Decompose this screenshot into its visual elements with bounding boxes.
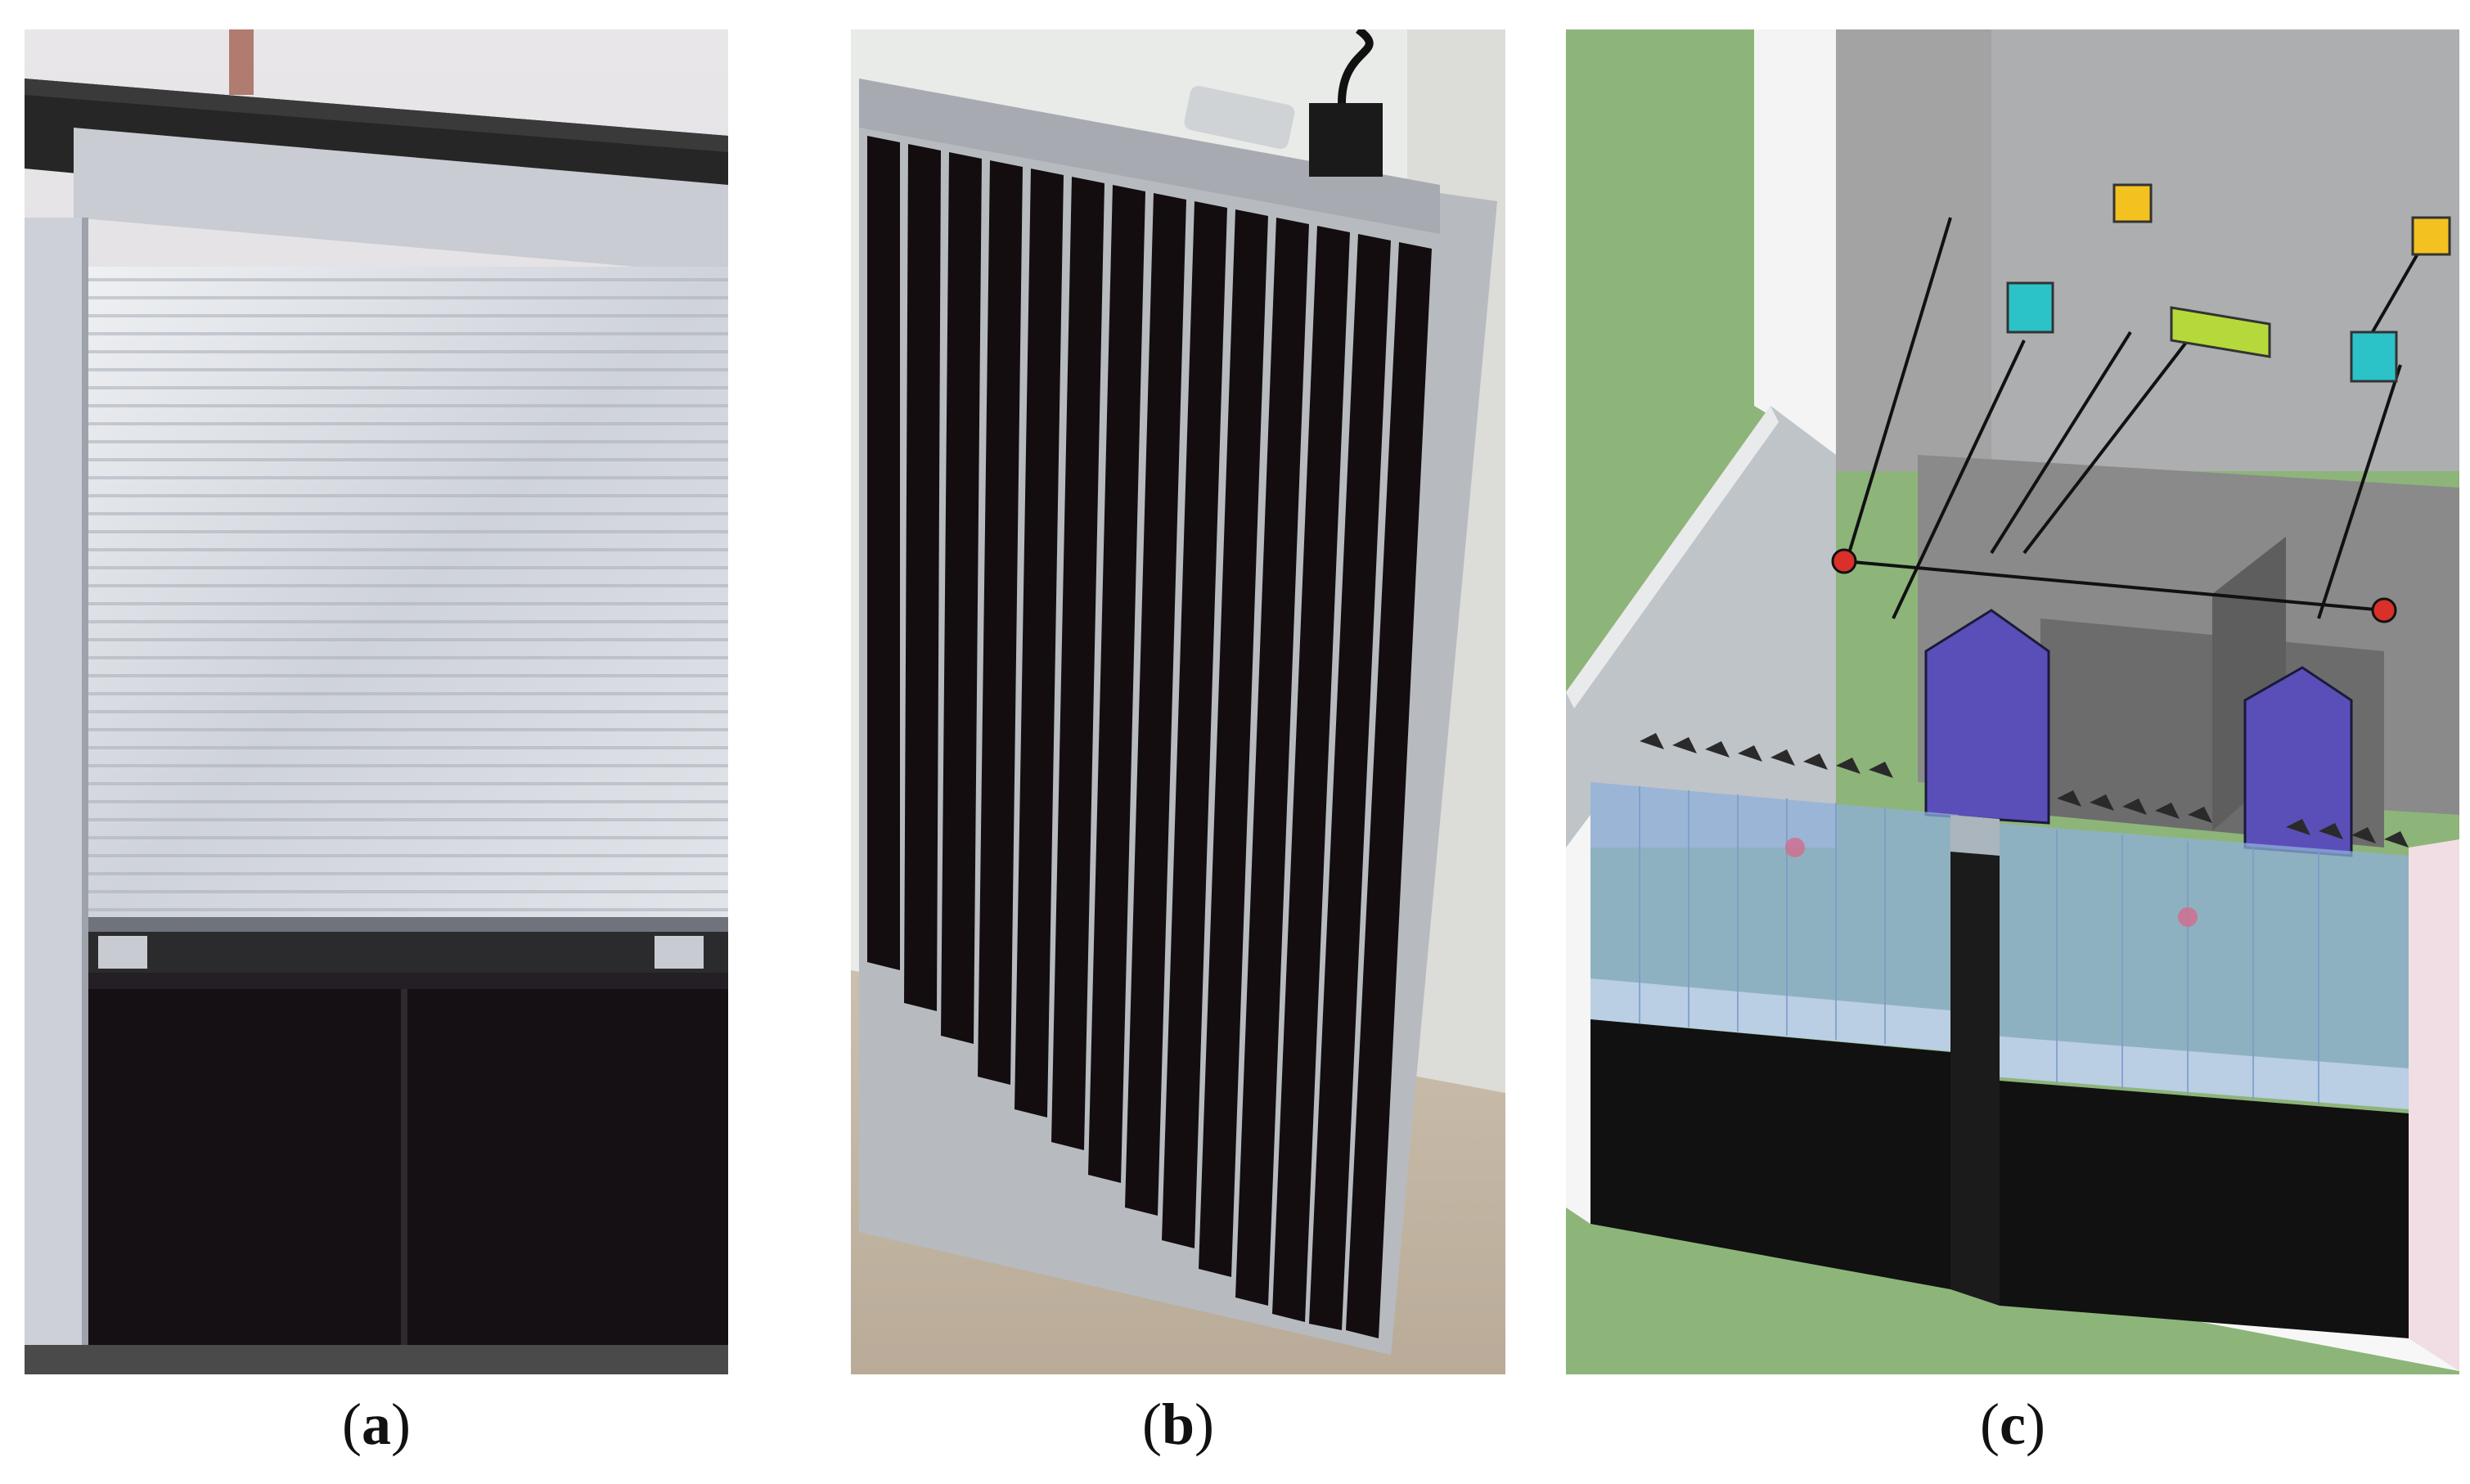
caption-b: (b): [1141, 1392, 1214, 1457]
photo-panel-a: [25, 29, 728, 1374]
louvre-frame-photo: [851, 29, 1505, 1374]
facade-model-render: [1566, 29, 2459, 1374]
photo-panel-b: [851, 29, 1505, 1374]
render-panel-c: [1566, 29, 2459, 1374]
caption-c: (c): [1980, 1392, 2045, 1457]
roller-shutter-photo: [25, 29, 728, 1374]
caption-a: (a): [342, 1392, 411, 1457]
